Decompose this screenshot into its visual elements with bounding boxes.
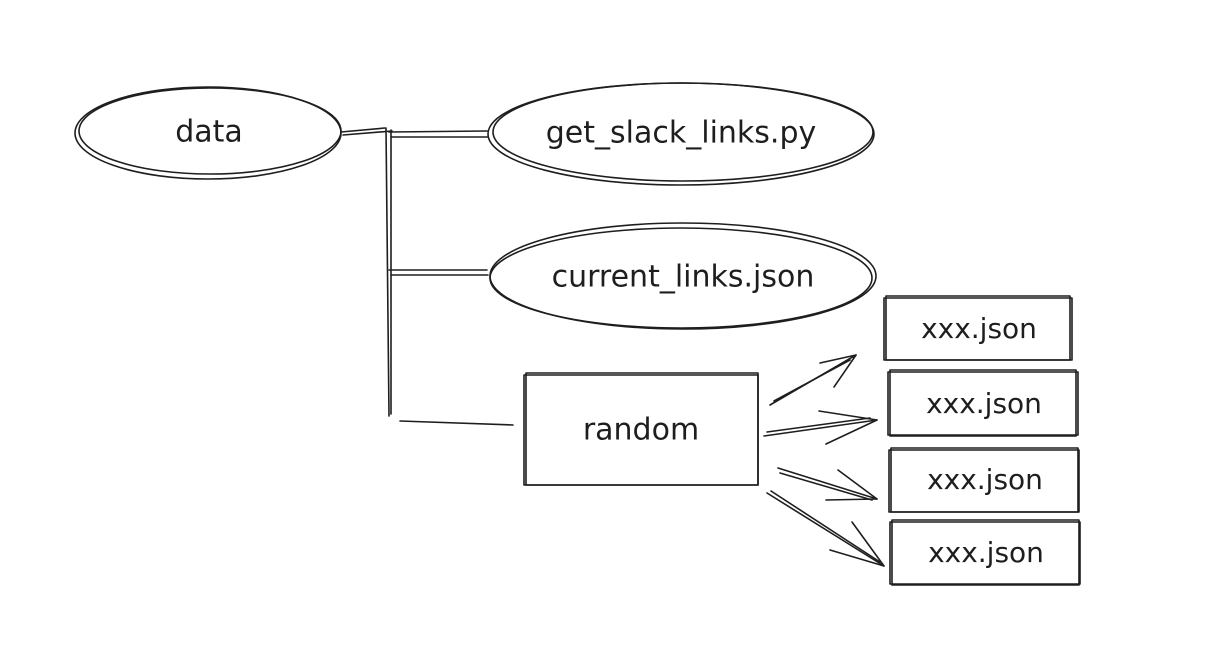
random-box-sketch bbox=[525, 372, 759, 486]
branch-random bbox=[399, 420, 514, 426]
arrow-4-head bbox=[829, 521, 885, 567]
arrow-2-head bbox=[818, 410, 878, 445]
current-links-label: current_links.json bbox=[552, 260, 815, 295]
random-label: random bbox=[583, 413, 699, 448]
get-slack-links-label: get_slack_links.py bbox=[546, 116, 817, 151]
arrow-1-shaft-sketch bbox=[773, 359, 851, 402]
arrow-3-shaft-sketch bbox=[779, 472, 873, 501]
root-connector-sketch bbox=[342, 130, 393, 136]
file-box-2-rect bbox=[887, 371, 1079, 436]
file-box-3-rect-sketch bbox=[890, 447, 1079, 513]
trunk-line bbox=[385, 127, 390, 417]
arrow-3 bbox=[777, 467, 878, 501]
file-box-4-rect bbox=[889, 521, 1081, 585]
arrow-4-shaft-sketch bbox=[770, 490, 881, 563]
arrow-1 bbox=[769, 354, 857, 406]
arrow-2 bbox=[763, 410, 878, 445]
file-box-4: xxx.json bbox=[889, 519, 1081, 586]
arrow-2-shaft bbox=[763, 419, 878, 437]
tree-connectors bbox=[340, 127, 514, 426]
arrow-4-shaft bbox=[766, 492, 885, 567]
current-links-ellipse-sketch bbox=[489, 227, 873, 329]
arrow-3-shaft bbox=[777, 467, 878, 500]
root-node-data: data bbox=[74, 86, 342, 180]
file-box-4-rect-sketch bbox=[891, 519, 1080, 586]
file-box-1: xxx.json bbox=[883, 295, 1073, 361]
file-box-1-rect-sketch bbox=[885, 295, 1071, 361]
branch-get-slack-links bbox=[388, 130, 488, 133]
file-box-2: xxx.json bbox=[887, 369, 1079, 437]
root-ellipse-sketch bbox=[78, 87, 342, 175]
node-get-slack-links: get_slack_links.py bbox=[487, 82, 875, 186]
arrow-4 bbox=[766, 490, 885, 567]
file-box-3: xxx.json bbox=[888, 447, 1080, 513]
file-box-2-label: xxx.json bbox=[926, 387, 1042, 420]
get-slack-links-ellipse-sketch bbox=[492, 82, 874, 182]
file-box-3-label: xxx.json bbox=[927, 463, 1043, 496]
node-random: random bbox=[523, 372, 759, 486]
arrow-2-shaft-sketch bbox=[766, 417, 871, 433]
node-current-links: current_links.json bbox=[489, 222, 877, 330]
root-label: data bbox=[175, 115, 243, 150]
root-connector bbox=[340, 127, 386, 133]
file-box-2-rect-sketch bbox=[889, 369, 1077, 437]
arrow-1-head bbox=[819, 354, 857, 388]
random-arrows bbox=[763, 354, 885, 567]
arrow-3-head bbox=[825, 469, 878, 501]
file-box-1-label: xxx.json bbox=[921, 312, 1037, 345]
file-box-4-label: xxx.json bbox=[928, 536, 1044, 569]
